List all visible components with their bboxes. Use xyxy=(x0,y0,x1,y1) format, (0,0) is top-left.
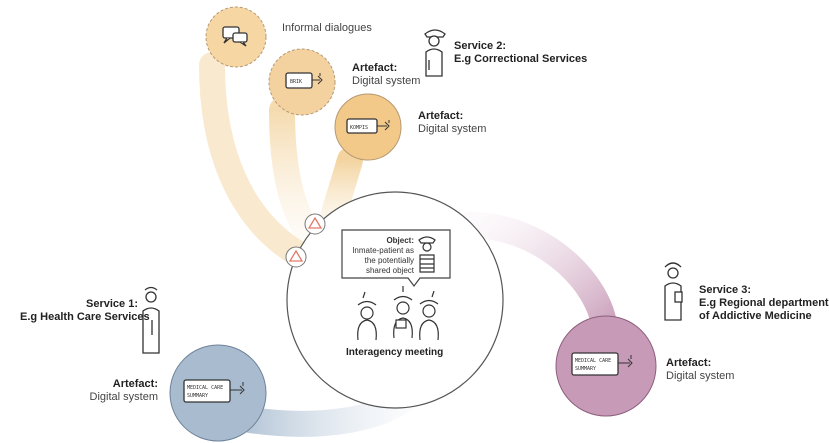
object-line-1: Inmate-patient as xyxy=(352,246,414,255)
service3-subtitle: E.g Regional department xyxy=(699,297,829,309)
officer-figure-icon xyxy=(424,29,446,77)
artefact-right-label: Artefact: Digital system xyxy=(666,357,734,383)
artefact-right-subtitle: Digital system xyxy=(666,370,735,382)
purple-track xyxy=(457,212,618,343)
orange-track-informal xyxy=(199,52,313,268)
meeting-participants-icon xyxy=(357,286,439,341)
right-device-label-2: SUMMARY xyxy=(575,366,596,372)
artefact-brik-node: BRIK xyxy=(268,48,336,116)
informal-dialogues-label: Informal dialogues xyxy=(282,22,372,35)
medical-summary-device-icon: MEDICAL CARE SUMMARY xyxy=(183,379,245,403)
object-line-2: the potentially xyxy=(364,256,414,265)
left-device-label-1: MEDICAL CARE xyxy=(187,385,223,391)
brik-device-label: BRIK xyxy=(290,79,302,85)
brik-device-icon: BRIK xyxy=(285,72,323,89)
object-label: Object: Inmate-patient as the potentiall… xyxy=(340,236,414,276)
artefact-left-label: Artefact: Digital system xyxy=(60,378,158,404)
artefact-kompis-node: KOMPIS xyxy=(334,93,402,161)
service1-subtitle: E.g Health Care Services xyxy=(20,311,150,323)
service3-title: Service 3: xyxy=(699,284,751,296)
inmate-figure-icon xyxy=(418,236,436,273)
interagency-meeting-title: Interagency meeting xyxy=(346,347,444,358)
nurse-figure-icon xyxy=(142,286,160,354)
kompis-device-icon: KOMPIS xyxy=(346,118,390,134)
medical-summary-device-icon-2: MEDICAL CARE SUMMARY xyxy=(571,352,633,376)
artefact-brik-label: Artefact: Digital system xyxy=(352,62,420,88)
service2-subtitle: E.g Correctional Services xyxy=(454,53,588,65)
artefact-left-node: MEDICAL CARE SUMMARY xyxy=(169,344,267,442)
warning-triangle-icon-2 xyxy=(285,246,307,268)
object-speech-box xyxy=(341,229,451,287)
object-line-3: shared object xyxy=(365,266,414,275)
artefact-right-title: Artefact: xyxy=(666,357,712,369)
informal-dialogues-node xyxy=(205,6,267,68)
service3-label: Service 3: E.g Regional department of Ad… xyxy=(699,284,829,323)
artefact-right-node: MEDICAL CARE SUMMARY xyxy=(555,315,657,417)
service1-title: Service 1: xyxy=(86,298,138,310)
artefact-left-title: Artefact: xyxy=(112,378,158,390)
right-device-label-1: MEDICAL CARE xyxy=(575,358,611,364)
service1-label: Service 1: E.g Health Care Services xyxy=(20,298,150,324)
warning-triangle-icon xyxy=(304,213,326,235)
artefact-kompis-label: Artefact: Digital system xyxy=(418,110,486,136)
artefact-brik-subtitle: Digital system xyxy=(352,75,421,87)
object-title: Object: xyxy=(386,236,414,245)
artefact-kompis-subtitle: Digital system xyxy=(418,123,487,135)
kompis-device-label: KOMPIS xyxy=(350,125,368,131)
service3-subtitle-2: of Addictive Medicine xyxy=(699,310,812,322)
informal-dialogues-text: Informal dialogues xyxy=(282,22,372,34)
left-device-label-2: SUMMARY xyxy=(187,393,208,399)
speech-bubbles-icon xyxy=(222,26,248,47)
staff-figure-icon xyxy=(664,262,683,321)
service2-title: Service 2: xyxy=(454,40,506,52)
artefact-brik-title: Artefact: xyxy=(352,62,398,74)
artefact-kompis-title: Artefact: xyxy=(418,110,464,122)
service2-label: Service 2: E.g Correctional Services xyxy=(454,40,587,66)
artefact-left-subtitle: Digital system xyxy=(89,391,158,403)
